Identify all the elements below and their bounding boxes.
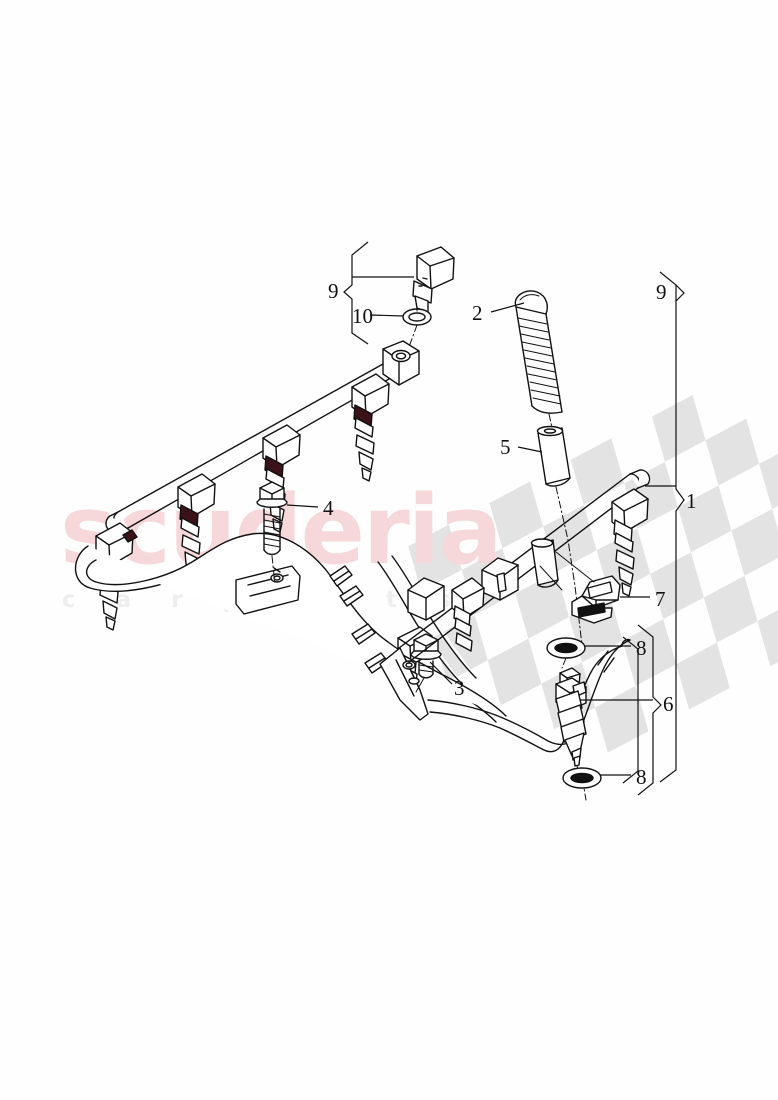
callout-4: 4 [323,496,334,520]
injector-right-rail-center [451,577,485,652]
callout-8-upper: 8 [636,636,647,660]
bracket-9-10 [343,241,369,345]
leader-4 [286,504,319,508]
part-1-fuel-rail-right [398,469,651,663]
leader-bolt3-to-hole [415,677,425,693]
callout-5: 5 [500,435,511,459]
part-9-sensor-assembly [412,246,455,313]
callout-2: 2 [472,301,483,325]
mounting-bracket-lower [379,647,429,721]
part-6-fuel-injector-exploded [555,667,587,767]
callout-labels: 1 2 3 4 5 6 7 8 8 9 9 10 [323,279,697,789]
injector-u-clip-left [407,577,445,621]
part-7-retaining-clip [571,575,621,624]
bracket-8-ticks [622,636,639,784]
mounting-bracket-plate [235,565,301,615]
leader-spacer-stub [539,565,563,591]
injector-right-rail-installed [611,488,649,597]
leader-10 [369,314,404,317]
leader-2 [490,302,525,313]
axis-line-spacer [555,486,583,646]
part-4-hex-flange-bolt [256,481,288,556]
axis-line-sensor [408,307,418,348]
callout-9-right: 9 [656,280,667,304]
leader-clip7 [555,551,595,583]
leader-5 [517,446,543,453]
callout-9-left: 9 [328,279,339,303]
callout-7: 7 [655,587,666,611]
callout-8-lower: 8 [636,765,647,789]
part-8-o-ring-lower [562,767,602,789]
bracket-9-outer [659,271,685,783]
leader-3 [429,661,453,685]
bracket-6-inner [637,624,662,796]
part-5-spacer-sleeve [536,425,571,487]
fuel-return-pipe [427,638,631,753]
axis-line-bolt4 [271,555,276,586]
spacer-stub-under-rail [530,538,559,588]
part-3-hex-flange-bolt-small [410,633,442,679]
callout-10: 10 [352,304,373,328]
callout-6: 6 [663,692,674,716]
part-2-long-socket-head-bolt [514,290,563,414]
callout-3: 3 [454,676,465,700]
callout-1: 1 [686,489,697,513]
injector-left-1 [351,373,390,482]
